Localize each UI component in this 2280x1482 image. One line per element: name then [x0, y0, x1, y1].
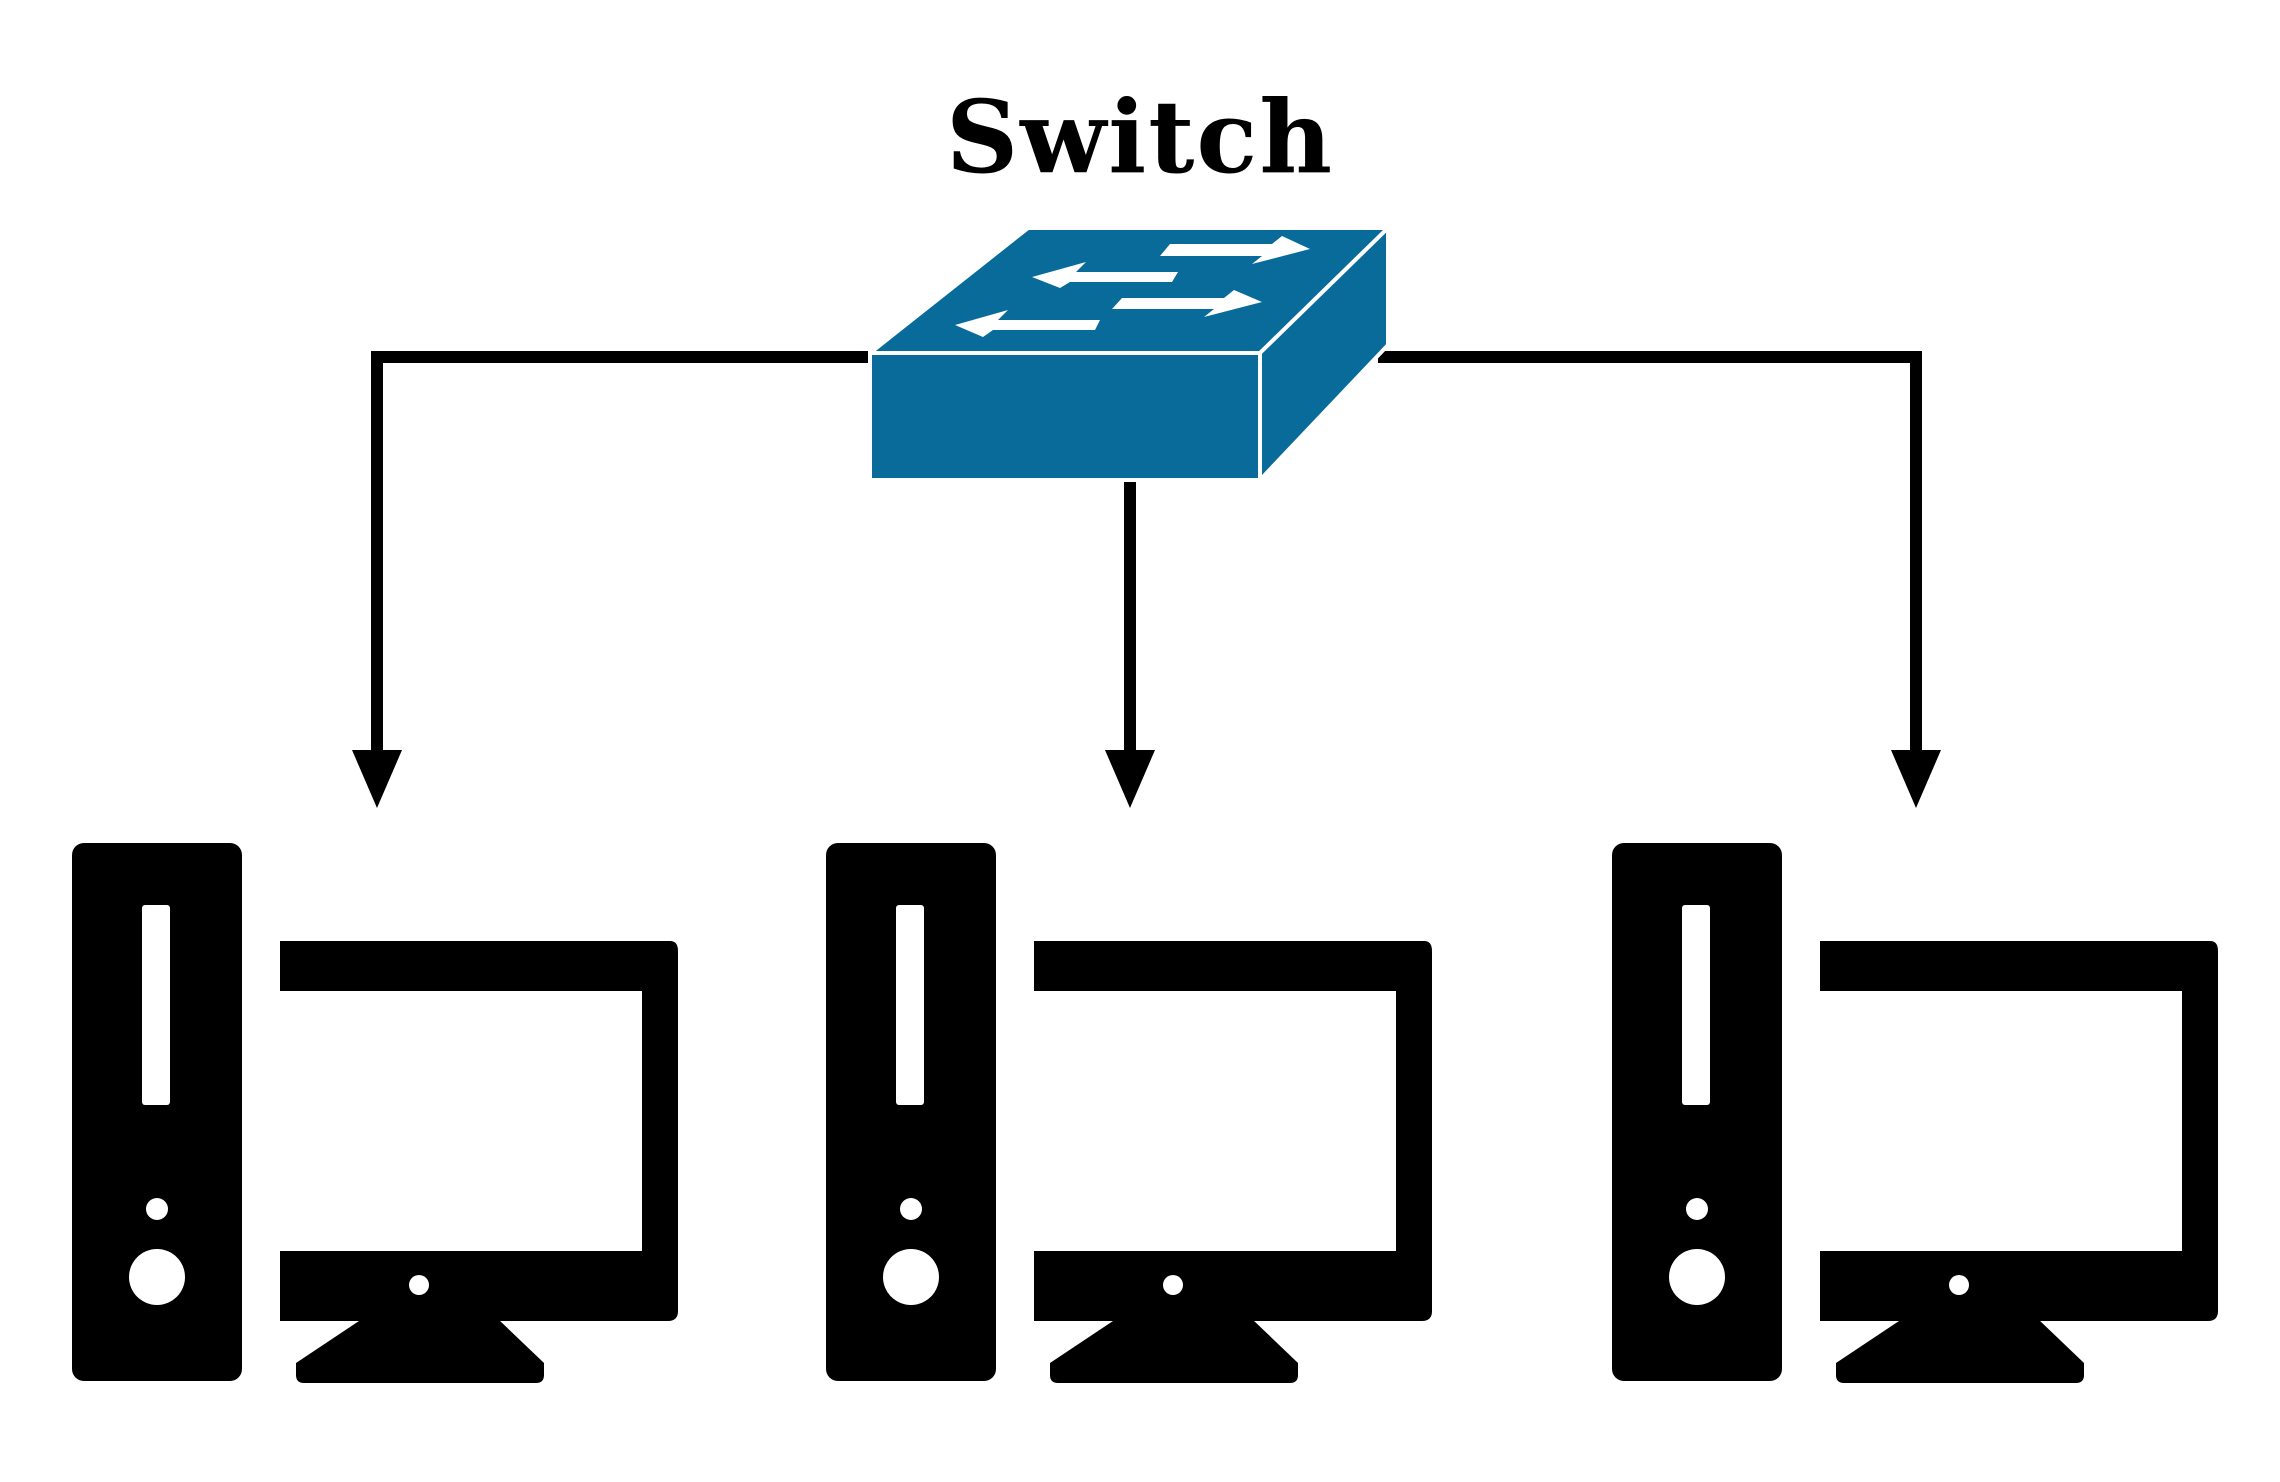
arrowhead-center — [1105, 750, 1155, 808]
computer-right — [1612, 843, 2218, 1383]
arrowhead-left — [352, 750, 402, 808]
switch-front-face — [868, 351, 1262, 482]
connectors — [371, 351, 1922, 752]
connector-left — [371, 351, 868, 752]
switch-icon — [868, 226, 1390, 482]
arrowheads — [352, 750, 1941, 808]
computer-left — [72, 843, 678, 1383]
connector-right — [1378, 351, 1922, 752]
computer-center — [826, 843, 1432, 1383]
arrowhead-right — [1891, 750, 1941, 808]
switch-side-face — [1258, 226, 1390, 482]
switch-traffic-arrows — [955, 236, 1310, 337]
switch-title: Switch — [945, 78, 1335, 196]
